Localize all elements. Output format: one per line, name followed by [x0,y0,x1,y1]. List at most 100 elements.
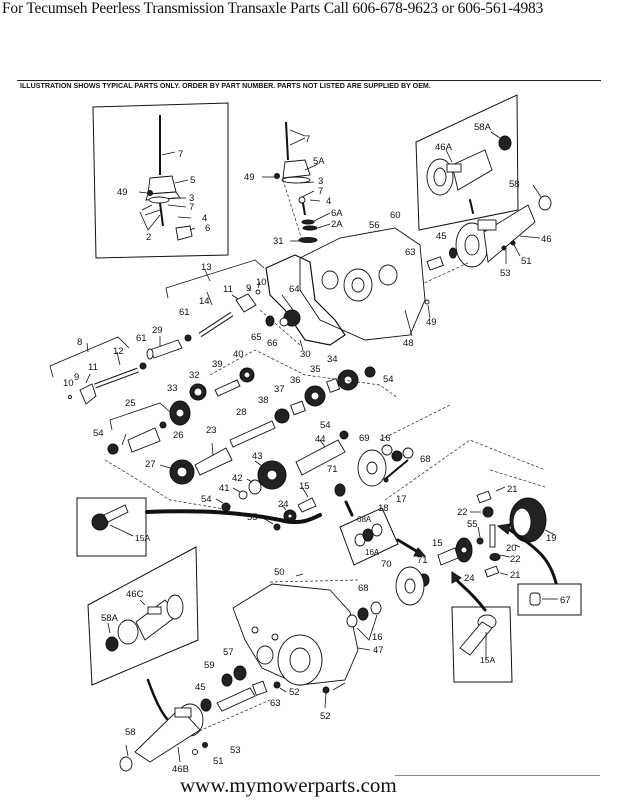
callout-54d: 54 [201,494,212,505]
shift-rail-8 [49,336,147,405]
callout-58a-bottom: 58A [101,613,119,624]
callout-10a: 10 [256,277,267,288]
callout-70: 70 [381,559,392,570]
callout-2a: 2A [331,219,343,230]
inset-gear-15a [76,497,322,557]
callout-64: 64 [289,284,300,295]
callout-13: 13 [201,262,212,273]
callout-7d: 7 [318,186,323,197]
callout-51b: 51 [213,756,224,767]
callout-48: 48 [403,338,414,349]
inset-seals-68a-16a [339,500,427,566]
callout-57: 57 [223,647,234,658]
callout-68b: 68 [358,583,369,594]
case-half-47 [232,573,371,691]
callout-31: 31 [273,236,284,247]
shift-rail-13 [165,259,265,342]
axle-housing-46b [119,703,208,772]
gear-train-middle [169,349,399,448]
callout-71a: 71 [327,464,338,475]
inset-axle-housing-46c [87,546,199,724]
parts-notice: ILLUSTRATION SHOWS TYPICAL PARTS ONLY. O… [20,82,431,90]
callout-46a: 46A [435,142,453,153]
callout-49a: 49 [117,187,128,198]
case-half-48 [299,227,431,341]
callout-5: 5 [190,175,195,186]
callout-37: 37 [274,384,285,395]
callout-66: 66 [267,338,278,349]
callout-68a: 68 [420,454,431,465]
callout-45a: 45 [436,231,447,242]
callout-52b: 52 [320,711,331,722]
inset-axle-housing-46a [415,94,519,231]
shaft-44 [295,430,349,476]
callout-58b: 58 [125,727,136,738]
inset-shifter-assembly [92,102,229,259]
callout-15A-bottom: 15A [480,655,495,665]
callout-60: 60 [390,210,401,221]
shifter-5a-group [262,121,331,243]
callout-44: 44 [315,434,326,445]
callout-24a: 24 [278,499,289,510]
callout-labels: 7 5 49 3 7 4 2 6 7 5A 49 3 7 4 6A 2A 31 … [63,122,571,775]
callout-8: 8 [77,337,82,348]
callout-43: 43 [252,451,263,462]
callout-20: 20 [506,543,517,554]
callout-55b: 55 [467,519,478,530]
callout-59: 59 [204,660,215,671]
callout-30: 30 [300,349,311,360]
website-link[interactable]: www.mymowerparts.com [180,773,397,797]
gasket-30 [265,254,346,351]
callout-16b: 16 [372,632,383,643]
callout-23: 23 [206,425,217,436]
callout-15a: 15 [299,481,310,492]
callout-4a: 4 [202,213,207,224]
callout-6a: 6A [331,208,343,219]
differential-group-right [395,469,558,612]
callout-52a: 52 [289,687,300,698]
callout-14: 14 [199,296,210,307]
callout-24b: 24 [464,573,475,584]
callout-36: 36 [290,375,301,386]
callout-39: 39 [212,359,223,370]
callout-49c: 49 [426,317,437,328]
callout-54a: 54 [383,374,394,385]
callout-50: 50 [274,567,285,578]
callout-56: 56 [369,220,380,231]
callout-25: 25 [125,398,136,409]
inset-bushing-67 [517,583,582,616]
callout-11b: 11 [88,362,98,373]
shift-fork-29 [146,336,183,360]
callout-10b: 10 [63,378,74,389]
bushings-lower [189,665,330,736]
callout-46b: 46B [172,764,189,775]
callout-55a: 55 [247,512,258,523]
shaft-23-27 [104,442,233,511]
callout-7c: 7 [305,134,310,145]
callout-16A: 16A [365,548,380,557]
callout-28: 28 [236,407,247,418]
callout-4b: 4 [326,196,331,207]
callout-22a: 22 [457,507,468,518]
callout-7a: 7 [178,149,183,160]
callout-68A: 68A [357,515,372,524]
callout-11a: 11 [223,284,233,295]
callout-54c: 54 [320,420,331,431]
gear-64-bearing [259,294,301,346]
footer-divider [395,775,600,776]
shaft-25-26 [107,402,171,455]
callout-46: 46 [541,234,552,245]
callout-49b: 49 [244,172,255,183]
callout-16a: 16 [380,433,391,444]
header-divider [17,80,601,81]
callout-46c: 46C [126,589,144,600]
callout-41: 41 [219,483,230,494]
callout-6: 6 [205,223,210,234]
callout-61a: 61 [179,307,190,318]
callout-3b: 3 [318,176,323,187]
callout-32: 32 [189,370,200,381]
callout-27: 27 [145,459,156,470]
callout-38: 38 [258,395,269,406]
callout-2: 2 [146,232,151,243]
